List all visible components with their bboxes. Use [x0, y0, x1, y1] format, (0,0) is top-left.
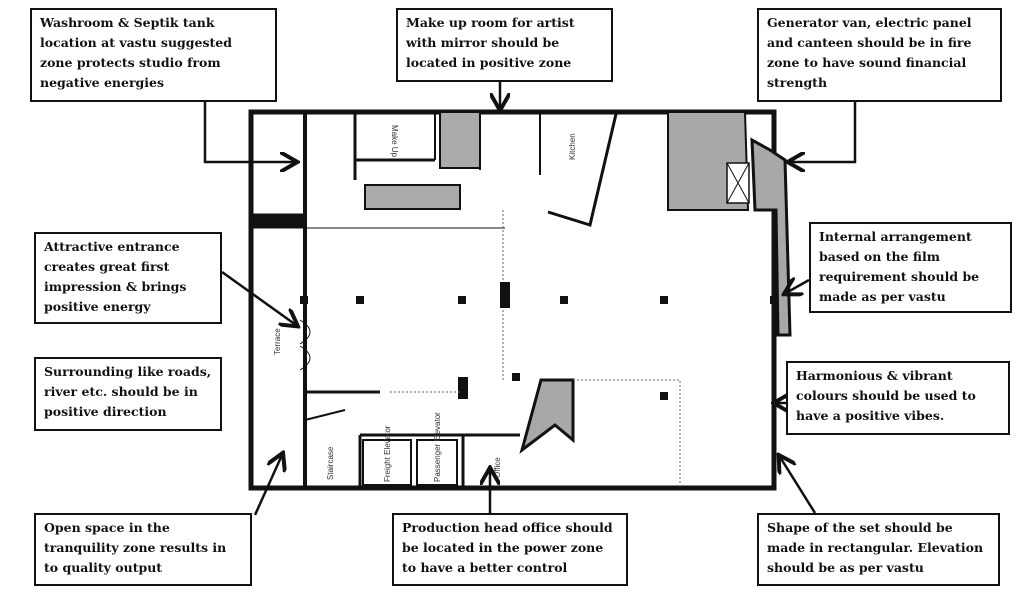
note-entrance: Attractive entrance creates great first …: [34, 232, 222, 324]
room-passenger-elevator: Passenger Elevator: [433, 412, 442, 482]
note-shape: Shape of the set should be made in recta…: [757, 513, 1000, 586]
room-staircase: Staircase: [326, 446, 335, 480]
note-production-office: Production head office should be located…: [392, 513, 628, 586]
note-washroom: Washroom & Septik tank location at vastu…: [30, 8, 277, 102]
note-makeup-room: Make up room for artist with mirror shou…: [396, 8, 613, 82]
note-surrounding: Surrounding like roads, river etc. shoul…: [34, 357, 222, 431]
note-open-space: Open space in the tranquility zone resul…: [34, 513, 252, 586]
room-freight-elevator: Freight Elevator: [383, 425, 392, 482]
arrows: [203, 82, 857, 516]
note-internal-arrangement: Internal arrangement based on the film r…: [809, 222, 1012, 313]
room-terrace: Terrace: [273, 328, 282, 355]
building-walls: [248, 109, 792, 491]
room-makeup: Make Up: [390, 125, 399, 158]
note-generator: Generator van, electric panel and cantee…: [757, 8, 1002, 102]
room-kitchen: Kitchen: [568, 133, 577, 160]
room-office: Office: [493, 457, 502, 478]
note-colours: Harmonious & vibrant colours should be u…: [786, 361, 1010, 435]
